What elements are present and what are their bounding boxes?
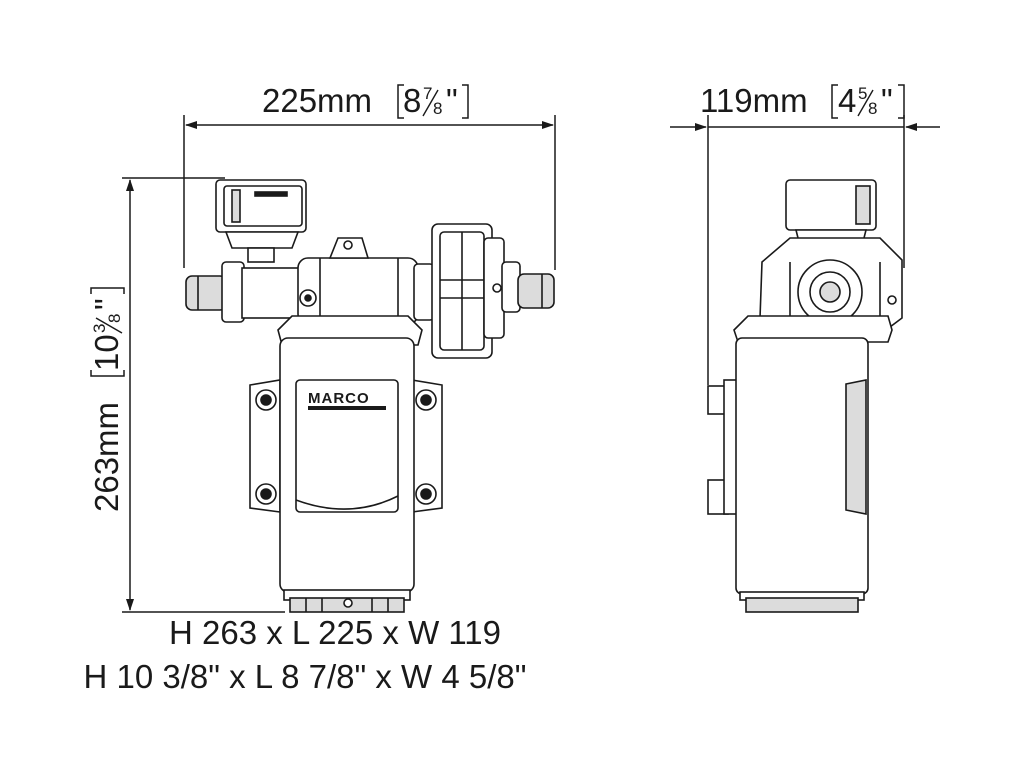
brand-label: MARCO <box>308 390 370 407</box>
length-inch-frac-den: 8 <box>433 99 442 118</box>
pump-front-view: MARCO <box>185 179 555 613</box>
width-inch-bracket: 4 5 8 " <box>831 82 905 119</box>
svg-text:": " <box>446 82 458 119</box>
height-inch-frac-num: 3 <box>90 324 109 333</box>
valve-head <box>431 223 555 359</box>
pump-side-view <box>707 179 903 613</box>
width-inch-frac-num: 5 <box>858 84 867 103</box>
height-inch-whole: 10 <box>88 334 125 371</box>
manifold-pipe <box>185 237 435 325</box>
motor-base <box>283 589 411 613</box>
side-pump-head <box>759 237 903 331</box>
dimensions-summary-metric: H 263 x L 225 x W 119 <box>168 614 501 651</box>
length-inch-frac-num: 7 <box>423 84 432 103</box>
dimensions-summary-imperial: H 10 3/8" x L 8 7/8" x W 4 5/8" <box>83 658 527 695</box>
side-pressure-switch <box>785 179 877 247</box>
side-motor-base <box>739 591 865 613</box>
length-dimension: 225mm 8 7 8 " <box>183 82 556 270</box>
length-inch-bracket: 8 7 8 " <box>397 82 469 119</box>
side-motor-body <box>735 337 869 595</box>
width-inch-frac-den: 8 <box>868 99 877 118</box>
height-dimension: 263mm 10 3 8 " <box>88 177 285 613</box>
length-mm-label: 225mm <box>262 82 372 119</box>
width-mm-label: 119mm <box>700 82 808 119</box>
svg-text:": " <box>881 82 893 119</box>
length-inch-whole: 8 <box>403 82 421 119</box>
width-inch-whole: 4 <box>838 82 856 119</box>
height-inch-frac-den: 8 <box>105 314 124 323</box>
mounting-bracket-right <box>411 379 443 513</box>
mounting-bracket-left <box>249 379 281 513</box>
height-mm-label: 263mm <box>88 402 125 512</box>
pressure-switch <box>215 179 307 263</box>
motor-body: MARCO <box>279 337 415 593</box>
width-dimension: 119mm 4 5 8 " <box>670 82 940 385</box>
svg-text:": " <box>88 298 125 310</box>
